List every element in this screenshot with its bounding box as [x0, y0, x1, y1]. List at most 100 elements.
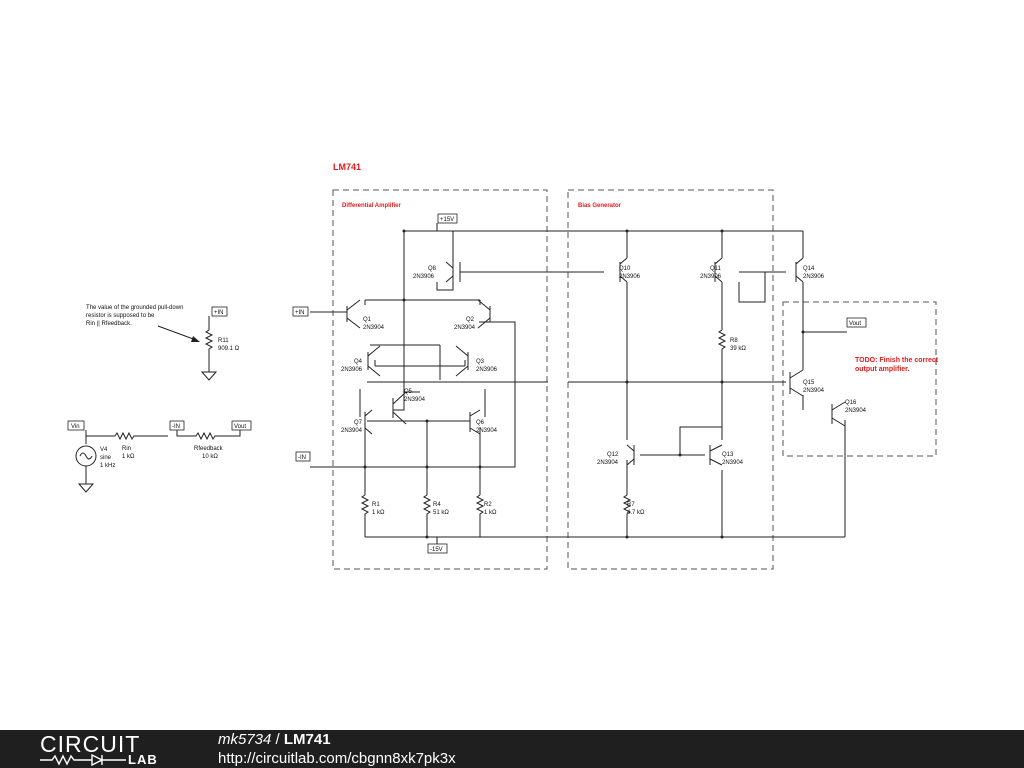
svg-text:39 kΩ: 39 kΩ	[730, 346, 746, 352]
todo-line-1: TODO: Finish the correct	[855, 357, 939, 364]
svg-text:2N3904: 2N3904	[476, 428, 498, 434]
svg-text:2N3906: 2N3906	[700, 274, 722, 280]
svg-text:R1: R1	[372, 502, 380, 508]
note-arrowhead	[191, 336, 200, 342]
svg-text:4.7 kΩ: 4.7 kΩ	[627, 510, 645, 516]
svg-text:2N3904: 2N3904	[845, 408, 867, 414]
rfb-value: 10 kΩ	[202, 454, 218, 460]
svg-text:-IN: -IN	[298, 455, 306, 461]
transistor-labels: Q8 2N3906 Q10 2N3906 Q11 2N3906 Q14 2N39…	[341, 266, 867, 466]
svg-text:Vout: Vout	[849, 321, 861, 327]
logo-text-top: CIRCUIT	[40, 731, 141, 757]
svg-text:Q15: Q15	[803, 380, 815, 386]
svg-text:2N3904: 2N3904	[722, 460, 744, 466]
svg-text:2N3904: 2N3904	[404, 397, 426, 403]
svg-text:Vout: Vout	[234, 424, 246, 430]
svg-text:Q3: Q3	[476, 359, 485, 365]
note-arrow	[157, 325, 197, 341]
ground-icon-v4	[77, 466, 95, 493]
svg-text:Q13: Q13	[722, 452, 734, 458]
svg-text:+IN: +IN	[214, 310, 224, 316]
pin-vout: Vout	[846, 317, 867, 328]
r11-resistor	[204, 316, 214, 372]
svg-text:2N3906: 2N3906	[803, 274, 825, 280]
junction-dots	[363, 229, 805, 539]
svg-text:R4: R4	[433, 502, 441, 508]
v4-label: V4	[100, 447, 108, 453]
svg-text:51 kΩ: 51 kΩ	[433, 510, 449, 516]
diff-amp-label: Differential Amplifier	[342, 203, 401, 209]
circuitlab-logo[interactable]: CIRCUIT LAB	[40, 731, 180, 767]
svg-text:2N3904: 2N3904	[454, 325, 476, 331]
note-line-3: Rin || Rfeedback.	[86, 321, 132, 327]
output-box	[782, 301, 937, 457]
svg-text:Q4: Q4	[354, 359, 363, 365]
pin-in-pos: +IN	[292, 306, 309, 317]
svg-text:Q7: Q7	[354, 420, 363, 426]
rin-value: 1 kΩ	[122, 454, 135, 460]
svg-text:Q6: Q6	[476, 420, 485, 426]
svg-text:2N3904: 2N3904	[363, 325, 385, 331]
v4-type: sine	[100, 455, 112, 461]
rfeedback-resistor	[176, 430, 241, 441]
svg-text:Vin: Vin	[71, 424, 80, 430]
svg-text:R7: R7	[627, 502, 635, 508]
schematic-title: LM741	[333, 162, 361, 172]
diff-amp-box	[332, 189, 548, 570]
note-line-2: resistor is supposed to be	[86, 313, 155, 319]
r11-label: R11	[218, 338, 229, 344]
schematic-wires	[310, 223, 847, 544]
pin-in-neg-test: -IN	[169, 420, 185, 431]
pin-vneg: -15V	[427, 543, 448, 554]
svg-text:-IN: -IN	[172, 424, 180, 430]
bias-label: Bias Generator	[578, 203, 622, 209]
svg-text:2N3906: 2N3906	[341, 367, 363, 373]
rin-resistor	[86, 431, 168, 441]
svg-text:R2: R2	[484, 502, 492, 508]
todo-line-2: output amplifier.	[855, 366, 910, 373]
svg-text:-15V: -15V	[430, 547, 443, 553]
svg-text:1 kΩ: 1 kΩ	[372, 510, 385, 516]
pin-vout-test: Vout	[231, 420, 252, 431]
author-link[interactable]: mk5734	[218, 731, 272, 748]
resistor-symbols	[360, 329, 727, 520]
svg-text:Q14: Q14	[803, 266, 815, 272]
footer-bar: CIRCUIT LAB mk5734 / LM741 http://circui…	[0, 730, 1024, 768]
svg-text:Q10: Q10	[619, 266, 631, 272]
bias-box	[567, 189, 774, 570]
resistor-diode-icon	[40, 754, 126, 766]
svg-text:+IN: +IN	[295, 310, 305, 316]
svg-text:R8: R8	[730, 338, 738, 344]
svg-text:+15V: +15V	[440, 217, 454, 223]
svg-text:Q2: Q2	[466, 317, 475, 323]
rin-label: Rin	[122, 446, 131, 452]
pin-in-neg: -IN	[295, 451, 311, 462]
svg-text:2N3906: 2N3906	[476, 367, 498, 373]
resistor-labels: R1 1 kΩ R4 51 kΩ R2 1 kΩ R7 4.7 kΩ R8 39…	[372, 338, 746, 516]
schematic-canvas: LM741 Differential Amplifier Bias Genera…	[67, 162, 939, 570]
pin-vpos: +15V	[437, 213, 458, 224]
author-line: mk5734 / LM741	[218, 731, 331, 748]
circuit-title[interactable]: LM741	[283, 731, 331, 748]
svg-text:Q5: Q5	[404, 389, 413, 395]
transistor-symbols	[346, 257, 846, 466]
svg-text:2N3904: 2N3904	[597, 460, 619, 466]
pin-vin: Vin	[67, 420, 85, 431]
svg-text:Q12: Q12	[607, 452, 619, 458]
svg-text:2N3904: 2N3904	[803, 388, 825, 394]
note-line-1: The value of the grounded pull-down	[86, 305, 183, 311]
logo-text-bottom: LAB	[128, 752, 158, 767]
svg-text:Q16: Q16	[845, 400, 857, 406]
svg-text:2N3906: 2N3906	[413, 274, 435, 280]
r11-value: 909.1 Ω	[218, 346, 240, 352]
svg-text:1 kΩ: 1 kΩ	[484, 510, 497, 516]
svg-text:2N3906: 2N3906	[619, 274, 641, 280]
svg-text:Q1: Q1	[363, 317, 372, 323]
circuit-url[interactable]: http://circuitlab.com/cbgnn8xk7pk3x	[218, 750, 456, 767]
svg-text:Q8: Q8	[428, 266, 437, 272]
v4-freq: 1 kHz	[100, 463, 115, 469]
svg-text:2N3904: 2N3904	[341, 428, 363, 434]
ground-icon-r11	[200, 371, 218, 381]
rfb-label: Rfeedback	[194, 446, 224, 452]
title-separator: /	[275, 731, 280, 748]
